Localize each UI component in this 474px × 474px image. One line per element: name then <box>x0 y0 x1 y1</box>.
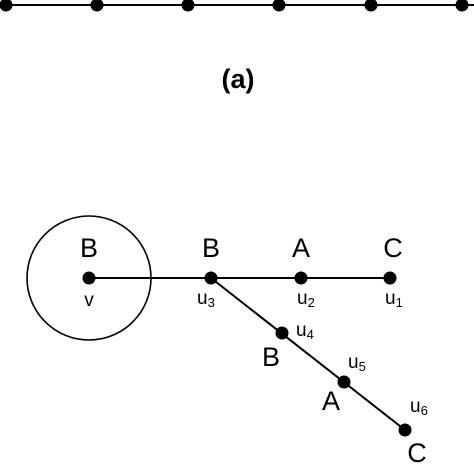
name-u4: u4 <box>296 320 314 342</box>
path-node-3 <box>181 0 195 12</box>
name-u2: u2 <box>297 288 315 310</box>
node-v <box>82 271 96 285</box>
name-u5-base: u <box>348 352 359 373</box>
panel-b: B B A C B A C v u3 u2 u1 u4 u5 u6 <box>26 215 428 468</box>
letter-v: B <box>80 233 98 263</box>
name-u1-index: 1 <box>396 295 403 310</box>
panel-a: (a) <box>0 0 474 94</box>
node-u4 <box>275 326 289 340</box>
name-u1: u1 <box>385 288 403 310</box>
name-u6-base: u <box>410 396 421 417</box>
name-u3-index: 3 <box>208 295 215 310</box>
name-u4-index: 4 <box>307 327 314 342</box>
path-node-6 <box>455 0 469 12</box>
letter-u2: A <box>292 233 310 263</box>
node-u3 <box>204 271 218 285</box>
node-u2 <box>294 271 308 285</box>
name-u6-index: 6 <box>421 403 428 418</box>
path-node-2 <box>90 0 104 12</box>
node-u5 <box>337 375 351 389</box>
name-u1-base: u <box>385 288 396 309</box>
path-node-4 <box>272 0 286 12</box>
path-node-5 <box>364 0 378 12</box>
edge-diagonal <box>210 277 406 431</box>
name-u6: u6 <box>410 396 428 418</box>
letter-u3: B <box>202 233 220 263</box>
node-u1 <box>383 271 397 285</box>
letter-u5: A <box>322 386 340 416</box>
caption-a: (a) <box>222 64 255 94</box>
letter-u1: C <box>383 233 403 263</box>
name-v: v <box>84 290 94 311</box>
letter-u4: B <box>262 342 280 372</box>
node-u6 <box>398 423 412 437</box>
path-node-1 <box>0 0 13 12</box>
letter-u6: C <box>407 438 427 468</box>
name-u3-base: u <box>197 288 208 309</box>
name-u5: u5 <box>348 352 366 374</box>
name-u2-base: u <box>297 288 308 309</box>
name-u4-base: u <box>296 320 307 341</box>
name-u3: u3 <box>197 288 215 310</box>
name-u5-index: 5 <box>359 359 366 374</box>
name-u2-index: 2 <box>308 295 315 310</box>
